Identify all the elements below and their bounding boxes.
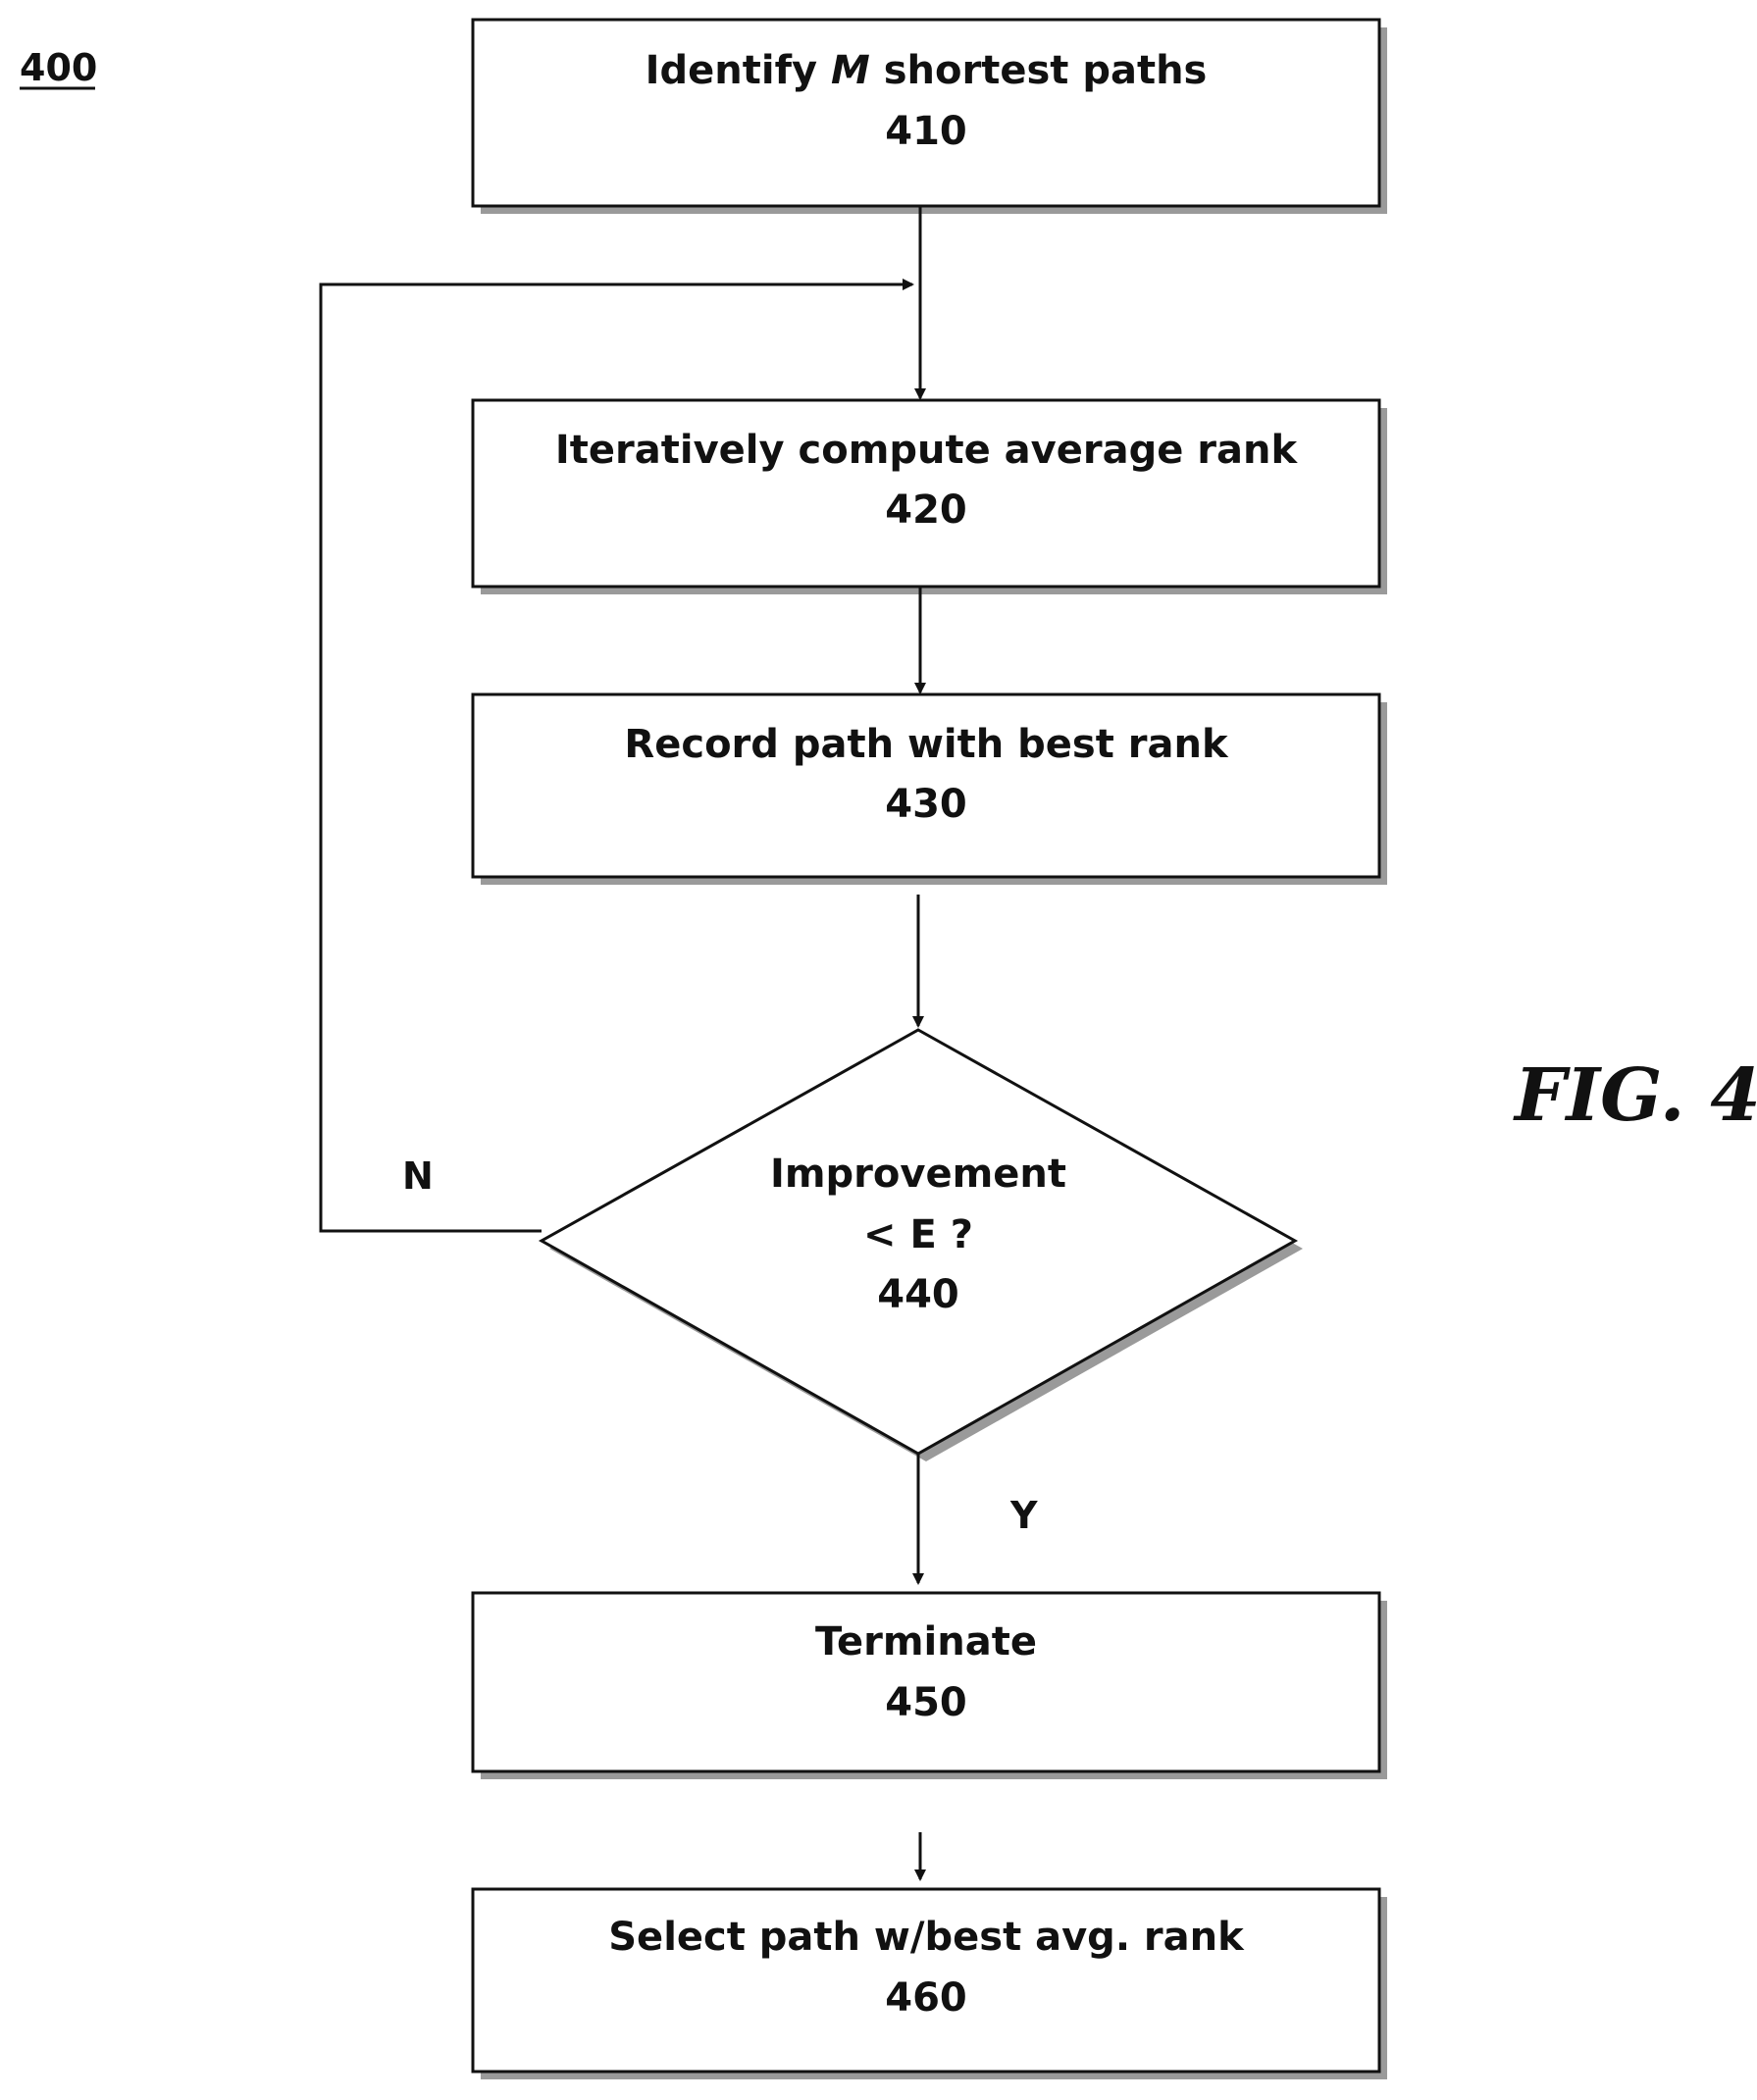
decision-440-line2: < E ? (863, 1212, 973, 1257)
step-410-ref: 410 (885, 109, 967, 154)
step-410-text-italic: M (831, 48, 870, 93)
step-430-box: Record path with best rank 430 (473, 694, 1387, 885)
step-450-box: Terminate 450 (473, 1593, 1387, 1779)
step-460-ref: 460 (885, 1975, 967, 2021)
decision-440-ref: 440 (877, 1272, 959, 1317)
branch-yes-label: Y (1009, 1494, 1038, 1537)
step-460-box: Select path w/best avg. rank 460 (473, 1889, 1387, 2079)
figure-ref-number: 400 (20, 46, 97, 89)
decision-440-diamond: Improvement < E ? 440 (542, 1030, 1303, 1461)
step-430-ref: 430 (885, 782, 967, 827)
step-430-text: Record path with best rank (624, 722, 1229, 767)
step-450-text: Terminate (815, 1619, 1037, 1665)
figure-label: FIG. 4 (1513, 1053, 1757, 1138)
step-410-text-before: Identify (646, 48, 831, 93)
svg-text:Identify M shortest paths: Identify M shortest paths (646, 48, 1208, 93)
step-410-text-after: shortest paths (870, 48, 1208, 93)
step-410-box: Identify M shortest paths 410 (473, 20, 1387, 214)
step-420-box: Iteratively compute average rank 420 (473, 400, 1387, 594)
step-420-text: Iteratively compute average rank (555, 428, 1299, 473)
step-420-ref: 420 (885, 487, 967, 533)
step-460-text: Select path w/best avg. rank (608, 1915, 1245, 1960)
decision-440-line1: Improvement (770, 1152, 1066, 1197)
step-450-ref: 450 (885, 1680, 967, 1725)
branch-no-label: N (402, 1154, 434, 1198)
